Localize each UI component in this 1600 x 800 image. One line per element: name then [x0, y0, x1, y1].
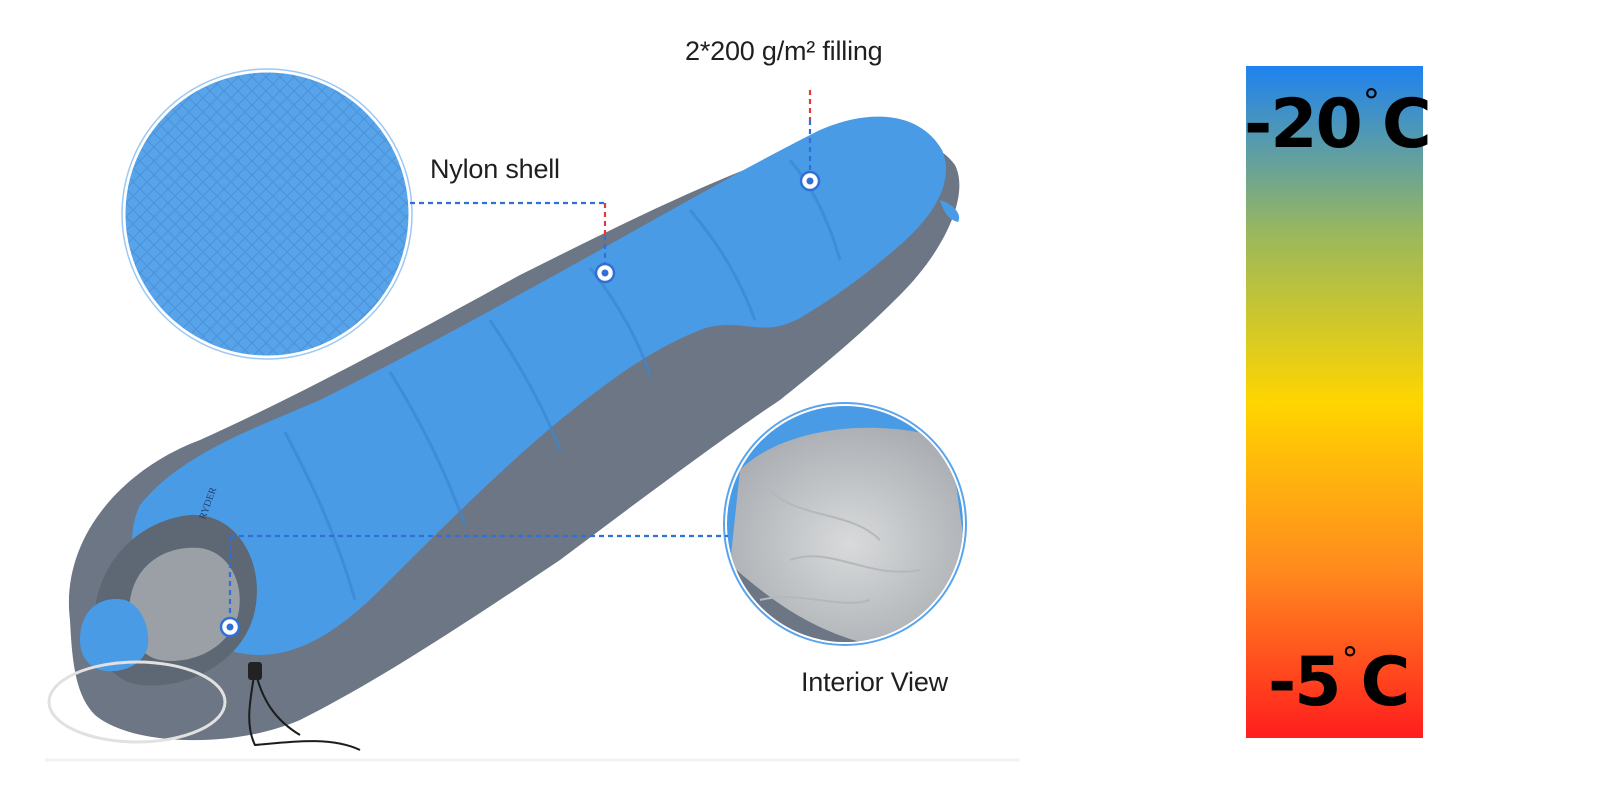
- watermark-logo: [47, 660, 227, 744]
- temp-high-unit: C: [1381, 85, 1432, 164]
- temp-low-value: -5: [1268, 643, 1342, 722]
- hood-interior: [129, 547, 240, 661]
- degree-symbol: °: [1362, 82, 1380, 122]
- shell-callout-label: Nylon shell: [430, 154, 560, 184]
- temperature-high-label: -20°C: [1244, 82, 1432, 164]
- cord-lock: [248, 662, 262, 680]
- filling-callout-label: 2*200 g/m² filling: [685, 36, 883, 66]
- callout-lines: [228, 90, 812, 626]
- hood-lip: [80, 599, 149, 672]
- degree-symbol: °: [1341, 640, 1359, 680]
- interior-callout-label: Interior View: [801, 667, 948, 697]
- temperature-gradient-bar: [1246, 66, 1423, 738]
- fabric-swatch-circle: [122, 69, 412, 359]
- callout-markers: [219, 170, 821, 638]
- temp-low-unit: C: [1360, 643, 1411, 722]
- temperature-low-label: -5°C: [1268, 640, 1411, 722]
- sleeping-bag-shell: [132, 116, 946, 655]
- temp-high-value: -20: [1244, 85, 1363, 164]
- hang-loop: [940, 200, 960, 222]
- interior-view-circle: [723, 402, 967, 646]
